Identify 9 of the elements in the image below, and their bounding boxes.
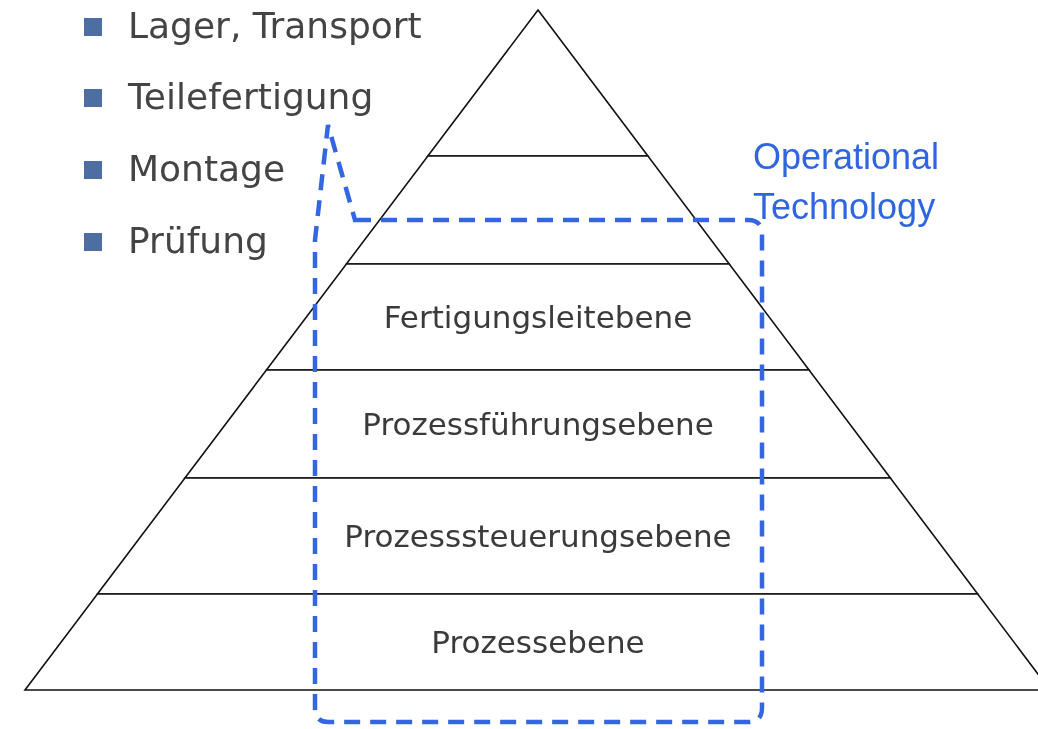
list-item: Lager, Transport (128, 5, 422, 46)
level-label: Fertigungsleitebene (383, 299, 693, 335)
region-label: Operational Technology (753, 135, 941, 230)
list-item: Prüfung (128, 220, 268, 261)
level-label: Prozessführungsebene (362, 406, 714, 442)
level-label: Prozesssteuerungsebene (344, 518, 732, 554)
list-item: Montage (128, 148, 286, 189)
level-label: Prozessebene (431, 624, 645, 660)
list-item: Teilefertigung (128, 76, 374, 117)
